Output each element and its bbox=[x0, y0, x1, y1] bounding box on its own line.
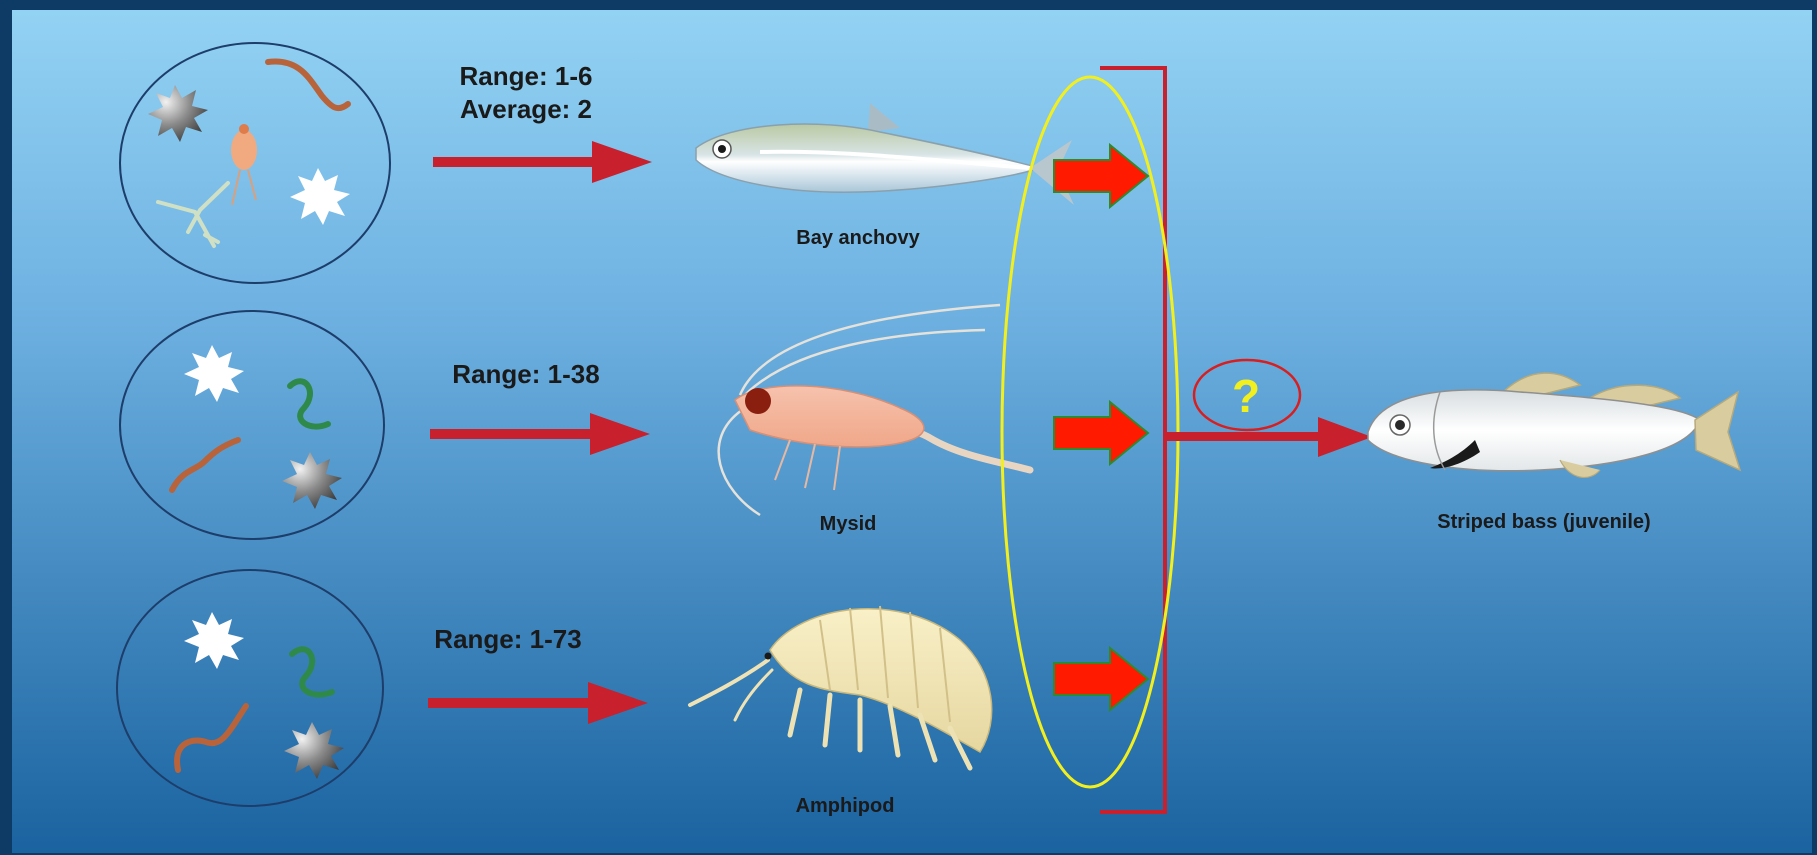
prey-name-1: Bay anchovy bbox=[796, 227, 920, 249]
prey-name-3: Amphipod bbox=[796, 795, 895, 817]
prey-name-2: Mysid bbox=[820, 513, 877, 535]
range-label-1: Range: 1-6 bbox=[460, 61, 593, 91]
predator-name: Striped bass (juvenile) bbox=[1437, 511, 1650, 533]
range-label-2: Range: 1-38 bbox=[452, 359, 599, 389]
average-label-1: Average: 2 bbox=[460, 94, 592, 124]
range-label-3: Range: 1-73 bbox=[434, 624, 581, 654]
question-mark: ? bbox=[1232, 370, 1260, 422]
